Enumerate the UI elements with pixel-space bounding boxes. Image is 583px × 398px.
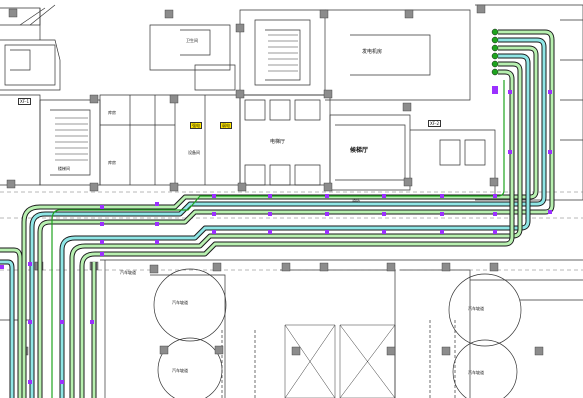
room-label-center-1: 设备间 [188, 150, 200, 155]
equipment-tag-2: XF-2 [428, 120, 442, 127]
room-label-bottom-right: 汽车坡道 [468, 306, 484, 311]
room-label-bottom-c1: 汽车坡道 [172, 300, 188, 305]
pipe-hangers [0, 86, 552, 384]
riser-markers [491, 28, 499, 76]
room-label-bottom-left: 汽车坡道 [120, 270, 136, 275]
room-label-left-stair: 楼梯间 [58, 166, 70, 171]
ramp-hatches [284, 324, 396, 398]
round-tanks [153, 268, 522, 398]
room-label-bottom-r1: 汽车坡道 [468, 370, 484, 375]
yellow-tag-1: 强电 [190, 122, 202, 129]
room-label-center-hall: 电梯厅 [270, 139, 286, 145]
room-label-top-center: 卫生间 [186, 38, 198, 43]
room-label-right-hall: 候梯厅 [350, 147, 369, 154]
room-label-bottom-c2: 汽车坡道 [172, 368, 188, 373]
pipe-bundle [0, 29, 555, 398]
stair-treads [55, 34, 298, 161]
room-label-left-1: 库房 [108, 110, 116, 115]
pipe-label: 消防 [352, 198, 360, 203]
axis-lines [0, 191, 583, 271]
room-label-top-right: 发电机房 [362, 49, 383, 55]
structural-columns [6, 4, 544, 356]
yellow-tag-2: 弱电 [220, 122, 232, 129]
room-label-left-2: 库房 [108, 160, 116, 165]
equipment-tag-1: XF-1 [18, 98, 32, 105]
